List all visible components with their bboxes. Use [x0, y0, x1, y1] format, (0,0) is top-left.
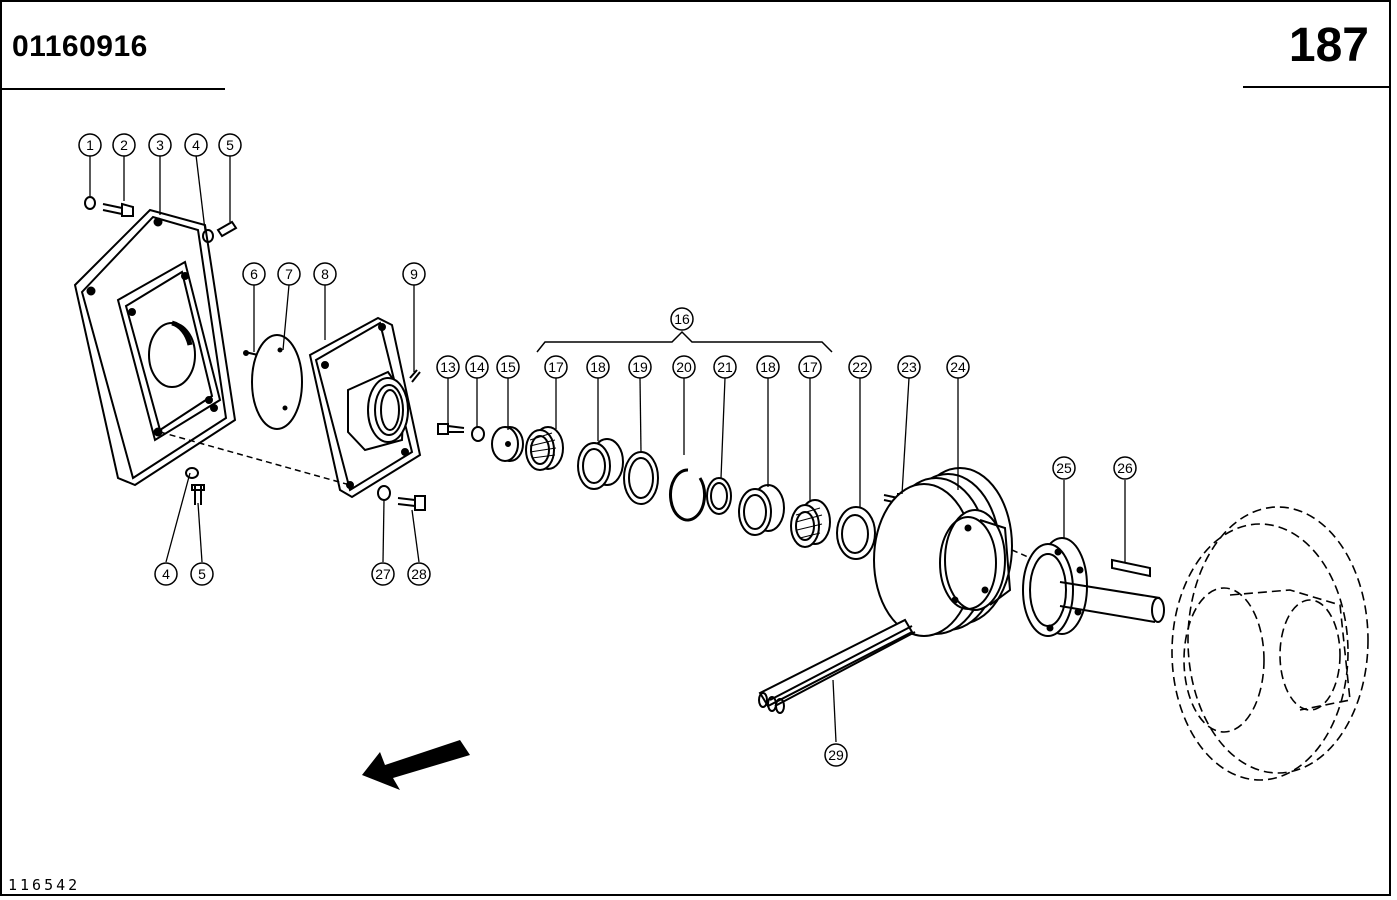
document-number: 01160916: [12, 30, 148, 63]
pulley: [873, 467, 1013, 637]
part-callout-14: 14: [465, 355, 489, 379]
part-callout-25: 25: [1052, 456, 1076, 480]
part-callout-17: 17: [544, 355, 568, 379]
part-callout-label: 16: [674, 311, 690, 327]
part-callout-17: 17: [798, 355, 822, 379]
part-callout-label: 28: [411, 566, 427, 582]
part-callout-label: 14: [469, 359, 485, 375]
part-callout-label: 20: [676, 359, 692, 375]
part-callout-4: 4: [184, 133, 208, 157]
part-callout-label: 18: [590, 359, 606, 375]
part-callout-24: 24: [946, 355, 970, 379]
part-callout-5: 5: [218, 133, 242, 157]
part-callout-label: 4: [162, 566, 170, 582]
part-callout-1: 1: [78, 133, 102, 157]
part-callout-label: 27: [375, 566, 391, 582]
bearing-housing: [308, 316, 422, 499]
part-callout-label: 21: [717, 359, 733, 375]
part-callout-6: 6: [242, 262, 266, 286]
part-callout-label: 2: [120, 137, 128, 153]
part-callout-3: 3: [148, 133, 172, 157]
part-callout-2: 2: [112, 133, 136, 157]
part-callout-label: 3: [156, 137, 164, 153]
figure-id: 116542: [8, 876, 81, 894]
mounting-plate: [73, 208, 237, 487]
hub-shaft: [1011, 537, 1165, 637]
part-callout-21: 21: [713, 355, 737, 379]
part-callout-29: 29: [824, 743, 848, 767]
part-callout-label: 18: [760, 359, 776, 375]
part-callout-label: 13: [440, 359, 456, 375]
part-callout-7: 7: [277, 262, 301, 286]
part-callout-label: 7: [285, 266, 293, 282]
part-callout-label: 8: [321, 266, 329, 282]
part-callout-18: 18: [756, 355, 780, 379]
part-callout-20: 20: [672, 355, 696, 379]
part-callout-5: 5: [190, 562, 214, 586]
part-callout-26: 26: [1113, 456, 1137, 480]
header-rule-right: [1243, 86, 1391, 88]
part-callout-label: 19: [632, 359, 648, 375]
part-callout-9: 9: [402, 262, 426, 286]
part-callout-27: 27: [371, 562, 395, 586]
part-callout-8: 8: [313, 262, 337, 286]
part-callout-label: 5: [198, 566, 206, 582]
part-callout-22: 22: [848, 355, 872, 379]
part-callout-label: 17: [802, 359, 818, 375]
part-callout-label: 26: [1117, 460, 1133, 476]
part-callout-label: 15: [500, 359, 516, 375]
part-callout-23: 23: [897, 355, 921, 379]
v-belts: [758, 618, 916, 714]
part-callout-label: 6: [250, 266, 258, 282]
part-callout-16: 16: [670, 307, 694, 331]
part-callout-19: 19: [628, 355, 652, 379]
part-callout-label: 24: [950, 359, 966, 375]
flywheel-outline: [1171, 506, 1369, 781]
part-callout-label: 25: [1056, 460, 1072, 476]
header-rule-left: [0, 88, 225, 90]
part-callout-label: 5: [226, 137, 234, 153]
part-callout-label: 17: [548, 359, 564, 375]
part-callout-label: 4: [192, 137, 200, 153]
part-callout-18: 18: [586, 355, 610, 379]
part-callout-4: 4: [154, 562, 178, 586]
part-callout-13: 13: [436, 355, 460, 379]
part-callout-15: 15: [496, 355, 520, 379]
part-callout-label: 1: [86, 137, 94, 153]
part-callout-label: 9: [410, 266, 418, 282]
arrow-down-left-icon: [362, 740, 470, 790]
part-callout-label: 23: [901, 359, 917, 375]
part-callout-label: 29: [828, 747, 844, 763]
part-callout-28: 28: [407, 562, 431, 586]
part-callout-label: 22: [852, 359, 868, 375]
page-number: 187: [1288, 19, 1369, 72]
